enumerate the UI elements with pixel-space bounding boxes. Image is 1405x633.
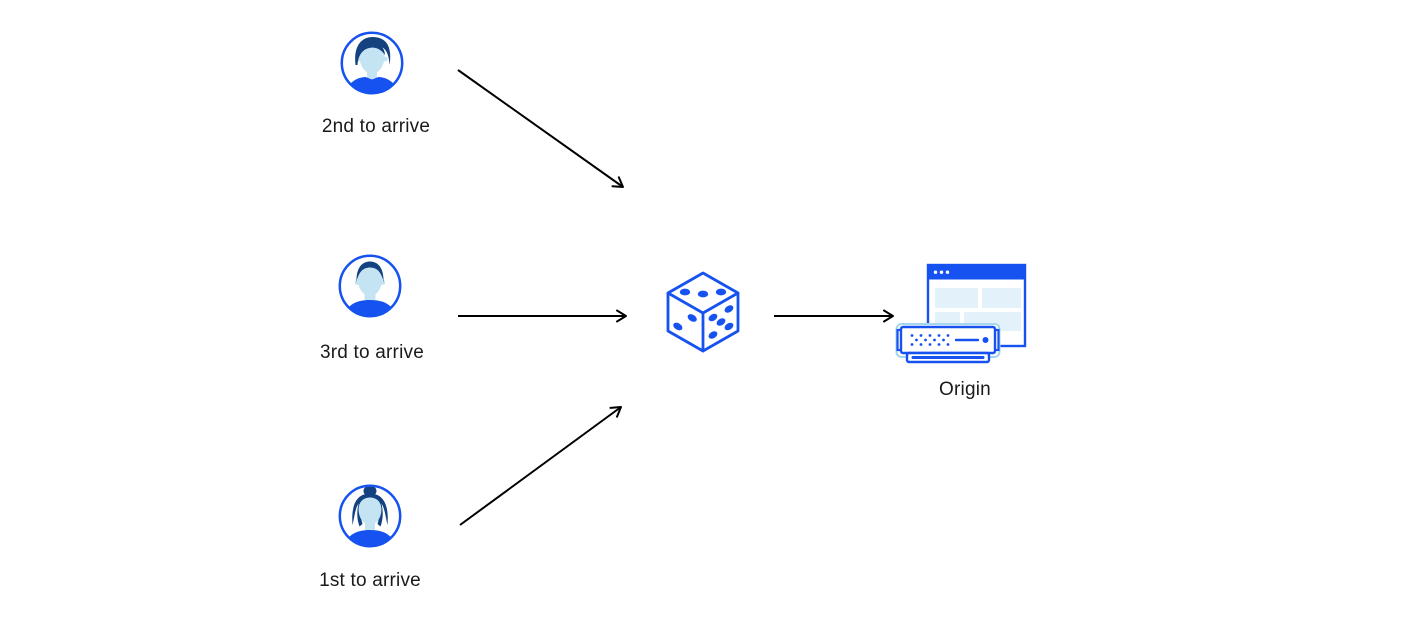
visitor-bottom-node [337, 483, 403, 554]
server-vent-dots [910, 334, 950, 346]
visitor-top-node [339, 30, 405, 101]
visitor-bottom-label: 1st to arrive [319, 570, 421, 591]
dice-pips [673, 288, 734, 339]
avatar-hair [355, 36, 391, 65]
woman-avatar-icon [338, 484, 402, 548]
origin-node [888, 257, 1028, 377]
origin-server-icon [895, 263, 1027, 364]
arrow-visitor-top-to-dice [457, 69, 624, 188]
visitor-middle-node [337, 253, 403, 324]
visitor-middle-label: 3rd to arrive [320, 342, 424, 363]
man-avatar-icon [338, 254, 402, 318]
origin-server [895, 323, 1001, 364]
avatar-face [359, 42, 385, 74]
server-power-light [982, 337, 989, 343]
avatar-hair [356, 261, 384, 283]
avatar-face [357, 266, 383, 296]
arrow-visitor-bottom-to-dice [459, 406, 622, 526]
man-avatar-icon [340, 31, 404, 95]
avatar-face [358, 497, 382, 525]
dice-icon [666, 271, 740, 353]
visitor-top-label: 2nd to arrive [321, 116, 431, 137]
origin-label: Origin [939, 379, 991, 400]
random-steering-node [665, 270, 741, 359]
browser-title-bar [928, 265, 1025, 280]
